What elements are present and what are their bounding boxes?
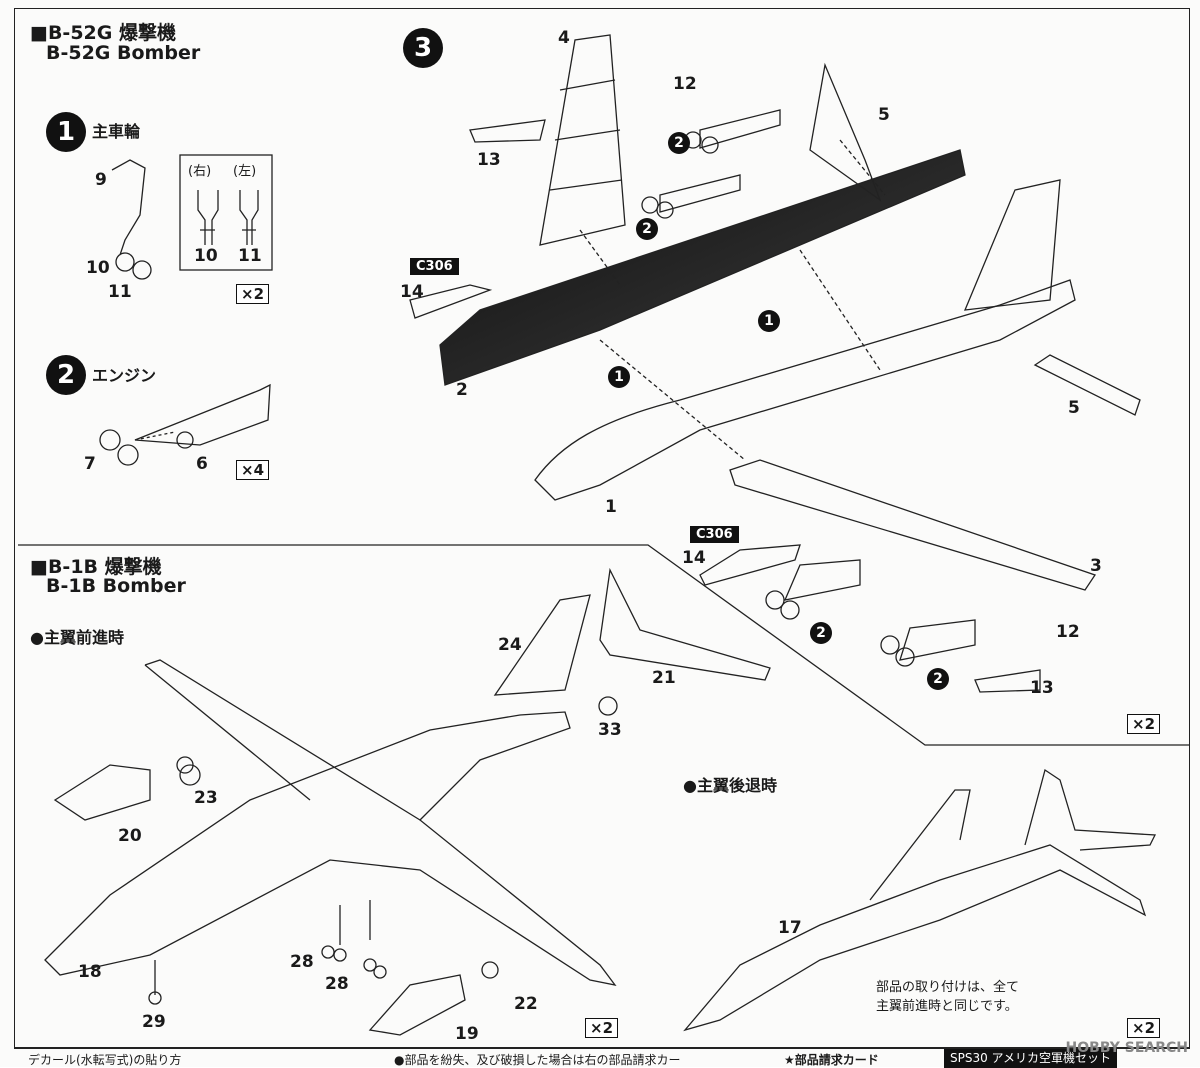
footer-decal: デカール(水転写式)の貼り方 (28, 1053, 182, 1067)
callout-gear-2: 1 (608, 366, 630, 388)
step-1-label: 主車輪 (92, 122, 141, 141)
part-5-right: 5 (1068, 398, 1080, 418)
part-9: 9 (95, 170, 107, 190)
part-19: 19 (455, 1024, 479, 1044)
part-12-bottom: 12 (1056, 622, 1080, 642)
b52-fuselage (534, 279, 1076, 501)
b1-forward-label: ●主翼前進時 (30, 628, 124, 647)
gear-inset-box (179, 154, 273, 271)
part-22: 22 (514, 994, 538, 1014)
part-12-top: 12 (673, 74, 697, 94)
b1-nacelle-20 (53, 764, 151, 821)
tag-c306-bottom: C306 (690, 526, 739, 543)
part-29: 29 (142, 1012, 166, 1032)
step-2-multiplier: ×4 (236, 460, 270, 480)
callout-engine-3: 2 (810, 622, 832, 644)
part-4: 4 (558, 28, 570, 48)
b52-fin-top (809, 62, 882, 202)
part-6: 6 (196, 454, 208, 474)
part-5-top: 5 (878, 105, 890, 125)
part-14-top: 14 (400, 282, 424, 302)
b52-title-jp: ■B-52G 爆撃機 (30, 22, 176, 44)
b52-tail-fin (963, 179, 1061, 311)
b52-stab (1033, 354, 1141, 416)
b1-title-en: B-1B Bomber (46, 575, 186, 597)
section-divider (18, 544, 1190, 746)
step-3-badge: 3 (403, 28, 443, 68)
gear-right-label: (右) (188, 164, 212, 179)
step-1-badge: 1 (46, 112, 86, 152)
part-28-a: 28 (290, 952, 314, 972)
part-10: 10 (86, 258, 110, 278)
part-28-b: 28 (325, 974, 349, 994)
part-17: 17 (778, 918, 802, 938)
part-3: 3 (1090, 556, 1102, 576)
step-1-multiplier: ×2 (236, 284, 270, 304)
part-14-bottom: 14 (682, 548, 706, 568)
footer-strip: デカール(水転写式)の貼り方 ●部品を紛失、及び破損した場合は右の部品請求カー … (14, 1048, 1190, 1068)
part-1: 1 (605, 497, 617, 517)
b1-forward-airframe (44, 711, 617, 986)
part-21: 21 (652, 668, 676, 688)
gear-leg-9 (111, 159, 146, 256)
footer-product: SPS30 アメリカ空軍機セット (944, 1049, 1117, 1068)
b52-wing-dark (439, 149, 966, 386)
b1-nacelle-19 (368, 974, 466, 1036)
b1-fin-21 (599, 567, 771, 681)
swept-note-line1: 部品の取り付けは、全て (876, 980, 1020, 995)
sheet-frame (14, 8, 1190, 1048)
part-20: 20 (118, 826, 142, 846)
part-33: 33 (598, 720, 622, 740)
b1-swept-airframe (683, 844, 1147, 1032)
callout-engine-2: 2 (636, 218, 658, 240)
callout-gear-1: 1 (758, 310, 780, 332)
step-3-multiplier: ×2 (1127, 714, 1161, 734)
step-2-label: エンジン (92, 366, 157, 385)
b52-right-wing (729, 459, 1097, 591)
tag-c306-top: C306 (410, 258, 459, 275)
callout-engine-4: 2 (927, 668, 949, 690)
b1-forward-multiplier: ×2 (585, 1018, 619, 1038)
b52-upper-wing (539, 34, 626, 246)
part-7: 7 (84, 454, 96, 474)
gear-left-label: (左) (233, 164, 257, 179)
b1-swept-multiplier: ×2 (1127, 1018, 1161, 1038)
footer-parts-card: ★部品請求カード (784, 1053, 879, 1067)
part-23: 23 (194, 788, 218, 808)
b1-swept-label: ●主翼後退時 (683, 776, 777, 795)
b1-fin-24 (493, 594, 591, 696)
part-18: 18 (78, 962, 102, 982)
inset-part-11: 11 (238, 246, 262, 266)
callout-engine-1: 2 (668, 132, 690, 154)
part-24: 24 (498, 635, 522, 655)
watermark: HOBBY SEARCH (1065, 1040, 1188, 1056)
step-2-badge: 2 (46, 355, 86, 395)
part-13-top: 13 (477, 150, 501, 170)
b52-title-en: B-52G Bomber (46, 42, 201, 64)
part-13-bottom: 13 (1030, 678, 1054, 698)
inset-part-10: 10 (194, 246, 218, 266)
engine-pod (134, 383, 271, 446)
part-11: 11 (108, 282, 132, 302)
footer-parts-notice: ●部品を紛失、及び破損した場合は右の部品請求カー (394, 1053, 681, 1067)
b1-title-jp: ■B-1B 爆撃機 (30, 556, 162, 578)
part-2: 2 (456, 380, 468, 400)
swept-note-line2: 主翼前進時と同じです。 (876, 999, 1018, 1014)
